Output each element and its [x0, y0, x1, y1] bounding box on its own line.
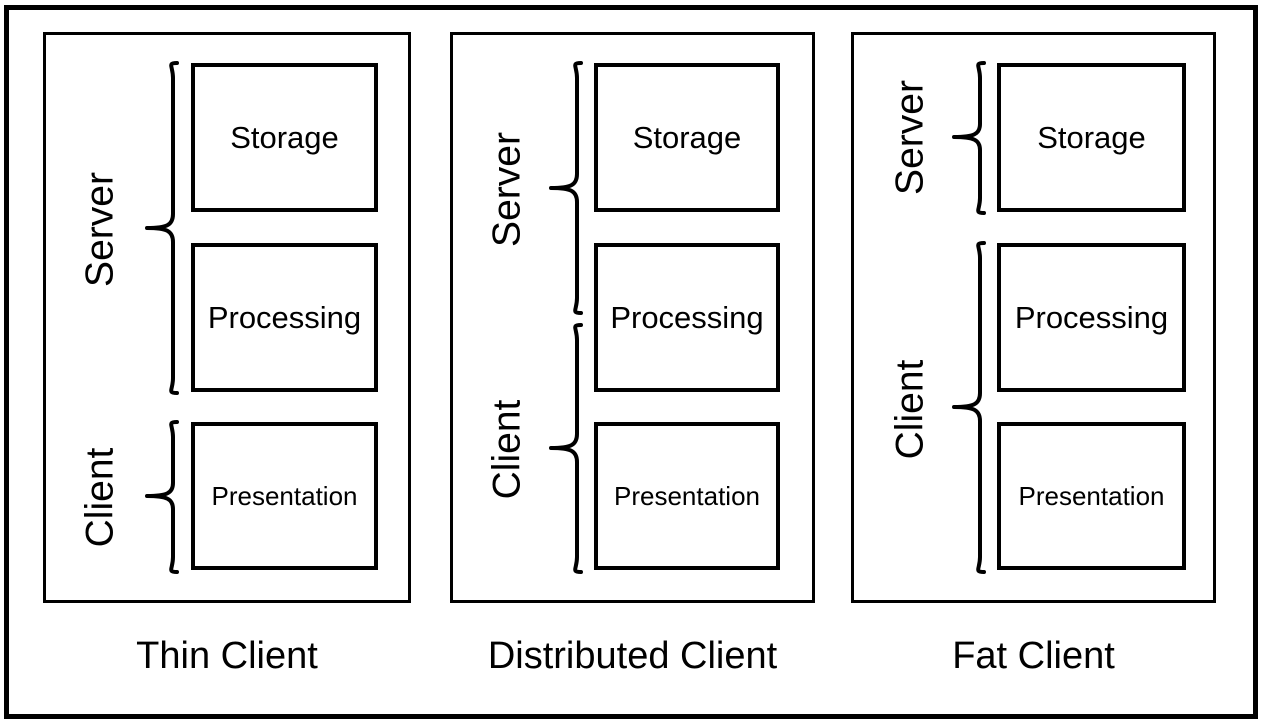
layer-box-label: Presentation [614, 481, 760, 511]
layer-box-presentation-fat-client[interactable]: Presentation [997, 422, 1186, 570]
tier-label-server-thin-client: Server [78, 172, 122, 287]
brace-server-distributed-client [547, 60, 583, 316]
panel-caption-distributed-client: Distributed Client [487, 635, 778, 677]
tier-label-client-thin-client: Client [78, 447, 122, 548]
layer-box-storage-distributed-client[interactable]: Storage [594, 63, 780, 212]
panel-caption-fat-client: Fat Client [952, 635, 1115, 677]
layer-box-label: Processing [207, 300, 362, 335]
layer-box-processing-thin-client[interactable]: Processing [191, 243, 378, 392]
layer-box-label: Processing [1014, 300, 1169, 335]
panel-caption-thin-client: Thin Client [136, 635, 318, 677]
layer-box-presentation-thin-client[interactable]: Presentation [191, 422, 378, 570]
layer-box-storage-thin-client[interactable]: Storage [191, 63, 378, 212]
layer-box-storage-fat-client[interactable]: Storage [997, 63, 1186, 212]
tier-label-server-distributed-client: Server [485, 132, 529, 247]
brace-server-thin-client [143, 60, 179, 396]
layer-box-label: Presentation [1018, 481, 1165, 511]
layer-box-label: Storage [1037, 120, 1146, 155]
brace-client-fat-client [950, 240, 986, 575]
tier-label-client-distributed-client: Client [485, 399, 529, 500]
layer-box-label: Processing [610, 300, 764, 335]
tier-label-server-fat-client: Server [888, 80, 932, 195]
tier-label-client-fat-client: Client [888, 359, 932, 460]
outer-frame [4, 5, 1258, 719]
layer-box-presentation-distributed-client[interactable]: Presentation [594, 422, 780, 570]
brace-client-thin-client [143, 419, 179, 575]
brace-client-distributed-client [547, 322, 583, 575]
layer-box-label: Storage [230, 120, 339, 155]
layer-box-label: Presentation [211, 481, 358, 511]
brace-server-fat-client [950, 60, 986, 216]
layer-box-label: Storage [632, 120, 742, 155]
layer-box-processing-distributed-client[interactable]: Processing [594, 243, 780, 392]
layer-box-processing-fat-client[interactable]: Processing [997, 243, 1186, 392]
